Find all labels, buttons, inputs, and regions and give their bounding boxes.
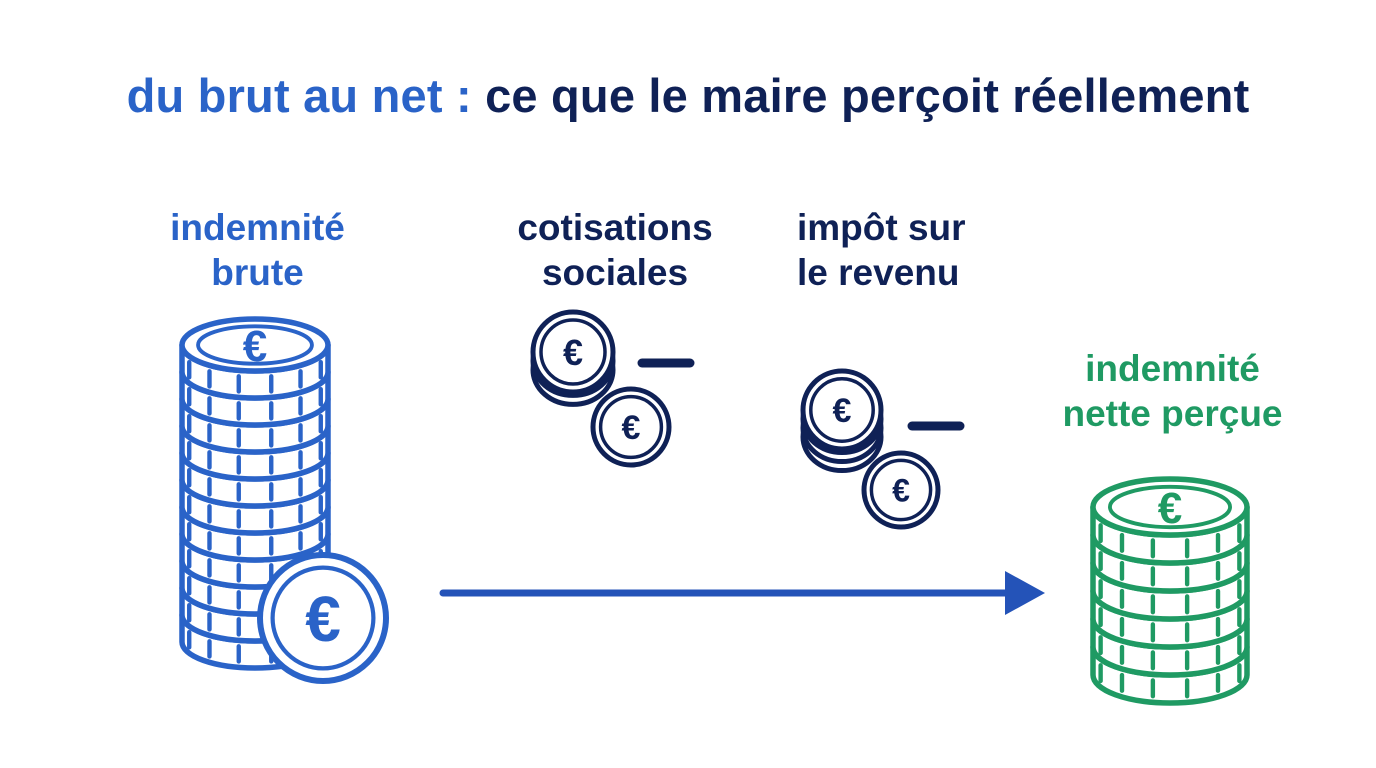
svg-text:€: € bbox=[1158, 484, 1182, 533]
income-tax-coins-icon: €€ bbox=[800, 368, 941, 530]
social-contributions-coins-icon: €€ bbox=[530, 309, 672, 468]
title-part-2: ce que le maire perçoit réellement bbox=[485, 69, 1250, 122]
net-coin-stack-icon: € bbox=[1090, 476, 1250, 706]
svg-text:€: € bbox=[563, 332, 583, 373]
svg-text:€: € bbox=[892, 473, 910, 509]
svg-text:€: € bbox=[305, 583, 341, 655]
income-tax-label: impôt sur le revenu bbox=[797, 207, 966, 293]
gross-euro-coin-icon: € bbox=[257, 552, 389, 684]
flow-arrow-icon bbox=[439, 571, 1045, 615]
svg-text:€: € bbox=[243, 322, 267, 371]
diagram-title: du brut au net : ce que le maire perçoit… bbox=[0, 68, 1376, 123]
svg-text:€: € bbox=[833, 392, 852, 430]
svg-text:€: € bbox=[622, 409, 641, 447]
social-contributions-label: cotisations sociales bbox=[517, 207, 713, 293]
net-allowance-label: indemnité nette perçue bbox=[1062, 348, 1283, 434]
title-part-1: du brut au net : bbox=[126, 69, 472, 122]
gross-allowance-label: indemnité brute bbox=[170, 207, 345, 293]
gross-coin-stack-icon: € bbox=[179, 316, 331, 671]
